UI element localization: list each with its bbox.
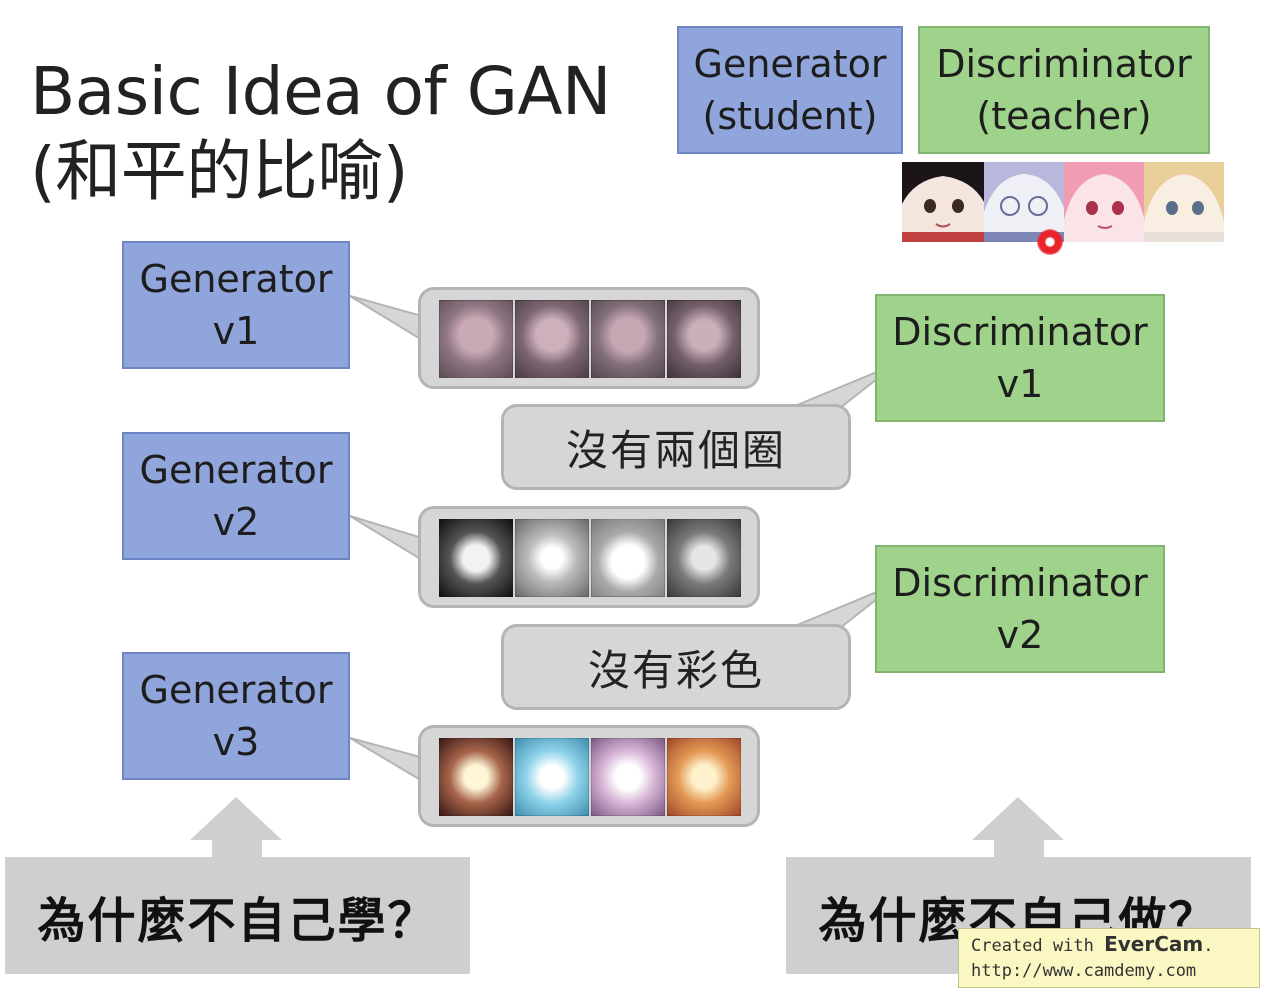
generator-v3-line1: Generator (139, 668, 333, 712)
generated-image-v1-2 (515, 300, 589, 378)
generator-v1-box: Generator v1 (122, 241, 350, 369)
generated-image-v2-3 (591, 519, 665, 597)
watermark-prefix: Created with (971, 936, 1105, 956)
legend-discriminator-box: Discriminator (teacher) (918, 26, 1210, 154)
slide-title: Basic Idea of GAN (和平的比喻) (30, 52, 670, 212)
generator-v2-line1: Generator (139, 448, 333, 492)
generator-v1-output-bubble (418, 287, 760, 389)
discriminator-v2-feedback: 沒有彩色 (587, 645, 764, 695)
discriminator-v1-line2: v1 (996, 362, 1044, 406)
discriminator-v1-feedback-bubble: 沒有兩個圈 (501, 404, 851, 490)
generated-image-v2-2 (515, 519, 589, 597)
right-up-arrow (972, 797, 1064, 860)
generated-image-v2-1 (439, 519, 513, 597)
discriminator-v2-feedback-bubble: 沒有彩色 (501, 624, 851, 710)
discriminator-v1-feedback: 沒有兩個圈 (565, 425, 786, 475)
question-right-box: 為什麼不自己做？ (786, 857, 1251, 974)
generated-image-v3-3 (591, 738, 665, 816)
generated-image-v3-4 (667, 738, 741, 816)
watermark-suffix: . (1203, 936, 1214, 956)
watermark-line-1: Created with EverCam. (971, 932, 1247, 959)
discriminator-v1-line1: Discriminator (892, 310, 1148, 354)
generated-image-v1-1 (439, 300, 513, 378)
discriminator-v2-line2: v2 (996, 613, 1044, 657)
generated-image-v3-1 (439, 738, 513, 816)
discriminator-v2-box: Discriminator v2 (875, 545, 1165, 673)
real-anime-faces (902, 162, 1224, 242)
generator-v3-box: Generator v3 (122, 652, 350, 780)
generated-image-v3-2 (515, 738, 589, 816)
watermark-url: http://www.camdemy.com (971, 961, 1197, 981)
legend-generator-line2: (student) (702, 94, 878, 138)
generator-v1-line1: Generator (139, 257, 333, 301)
title-line-2: (和平的比喻) (30, 133, 409, 210)
legend-discriminator-line2: (teacher) (976, 94, 1152, 138)
generator-v3-output-bubble (418, 725, 760, 827)
discriminator-v2-line1: Discriminator (892, 561, 1148, 605)
generated-image-v1-3 (591, 300, 665, 378)
question-left-text: 為什麼不自己學？ (37, 892, 438, 949)
question-left-box: 為什麼不自己學？ (5, 857, 470, 974)
generated-image-v2-4 (667, 519, 741, 597)
generator-v2-output-bubble (418, 506, 760, 608)
discriminator-v1-box: Discriminator v1 (875, 294, 1165, 422)
real-images-strip (902, 162, 1224, 242)
generator-v3-line2: v3 (212, 720, 260, 764)
watermark-brand: EverCam (1104, 932, 1204, 956)
title-line-1: Basic Idea of GAN (30, 53, 611, 130)
generator-v2-box: Generator v2 (122, 432, 350, 560)
left-up-arrow (190, 797, 282, 860)
legend-generator-box: Generator (student) (677, 26, 903, 154)
generator-v1-line2: v1 (212, 309, 260, 353)
evercam-watermark: Created with EverCam. http://www.camdemy… (958, 928, 1260, 988)
generated-image-v1-4 (667, 300, 741, 378)
legend-generator-line1: Generator (693, 42, 887, 86)
legend-discriminator-line1: Discriminator (936, 42, 1192, 86)
generator-v2-line2: v2 (212, 500, 260, 544)
pointer-dot (1037, 229, 1063, 255)
